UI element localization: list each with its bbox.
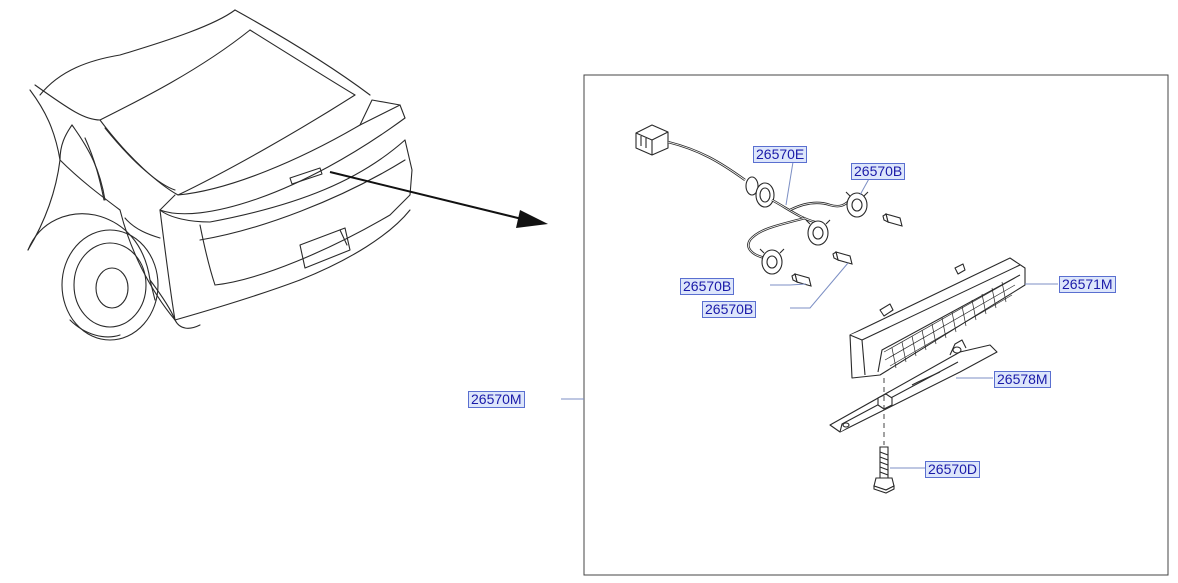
wire-harness	[635, 124, 869, 275]
callout-26570D[interactable]: 26570D	[925, 461, 981, 478]
bulbs	[791, 213, 903, 287]
callout-26570E[interactable]: 26570E	[753, 146, 808, 163]
callout-26570B-lower[interactable]: 26570B	[702, 301, 757, 318]
callout-26578M[interactable]: 26578M	[994, 371, 1051, 388]
detail-frame	[583, 74, 1169, 576]
callout-26571M[interactable]: 26571M	[1059, 276, 1116, 293]
screw	[873, 446, 895, 494]
pointer-arrow	[329, 171, 548, 228]
car-rear-illustration	[27, 9, 413, 341]
bracket	[829, 339, 998, 433]
callout-26570B-top[interactable]: 26570B	[851, 163, 906, 180]
leader-lines	[770, 161, 1058, 469]
callout-26570B-left[interactable]: 26570B	[680, 278, 735, 295]
callout-26570M[interactable]: 26570M	[468, 391, 525, 408]
stop-lamp	[849, 257, 1026, 379]
